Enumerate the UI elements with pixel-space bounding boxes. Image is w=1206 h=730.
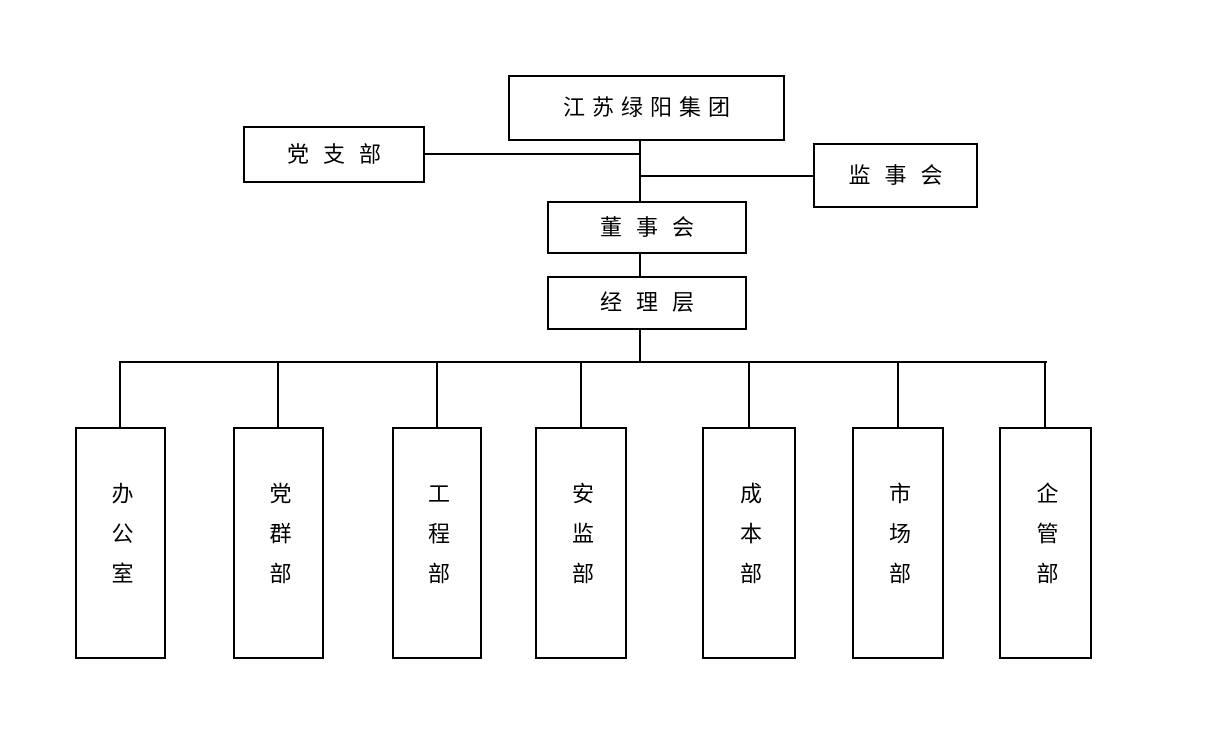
connector-drop-engineering: [436, 361, 438, 427]
node-dept-cost-label: 成本部: [737, 482, 762, 602]
connector-rail: [119, 361, 1047, 363]
connector-drop-market: [897, 361, 899, 427]
node-supervisory-board-label: 监事会: [848, 162, 957, 188]
connector-party-branch: [425, 153, 639, 155]
node-dept-engineering-label: 工程部: [425, 482, 450, 602]
connector-directors-management: [639, 254, 641, 276]
node-dept-engineering: 工程部: [392, 427, 482, 659]
connector-drop-party-masses: [277, 361, 279, 427]
node-dept-market-label: 市场部: [886, 482, 911, 602]
node-management-level-label: 经理层: [599, 290, 708, 315]
node-dept-office: 办公室: [75, 427, 166, 659]
node-dept-safety-supervision: 安监部: [535, 427, 627, 659]
node-party-branch: 党支部: [243, 126, 425, 183]
node-board-of-directors: 董事会: [547, 201, 747, 254]
connector-drop-enterprise: [1044, 361, 1046, 427]
node-group-hq: 江苏绿阳集团: [508, 75, 785, 141]
node-supervisory-board: 监事会: [813, 143, 978, 208]
connector-drop-safety: [580, 361, 582, 427]
node-dept-party-masses: 党群部: [233, 427, 324, 659]
connector-root-trunk: [639, 141, 641, 201]
node-dept-office-label: 办公室: [108, 482, 134, 602]
node-dept-party-masses-label: 党群部: [266, 482, 292, 602]
connector-drop-cost: [748, 361, 750, 427]
node-dept-enterprise-management: 企管部: [999, 427, 1092, 659]
node-board-of-directors-label: 董事会: [599, 214, 708, 240]
connector-drop-office: [119, 361, 121, 427]
node-dept-market: 市场部: [852, 427, 944, 659]
node-dept-enterprise-management-label: 企管部: [1033, 482, 1059, 602]
node-dept-cost: 成本部: [702, 427, 796, 659]
connector-supervisory-board: [641, 175, 813, 177]
node-dept-safety-supervision-label: 安监部: [569, 482, 594, 602]
connector-management-trunk: [639, 330, 641, 362]
node-group-hq-label: 江苏绿阳集团: [562, 95, 737, 120]
node-management-level: 经理层: [547, 276, 747, 330]
node-party-branch-label: 党支部: [286, 141, 395, 167]
